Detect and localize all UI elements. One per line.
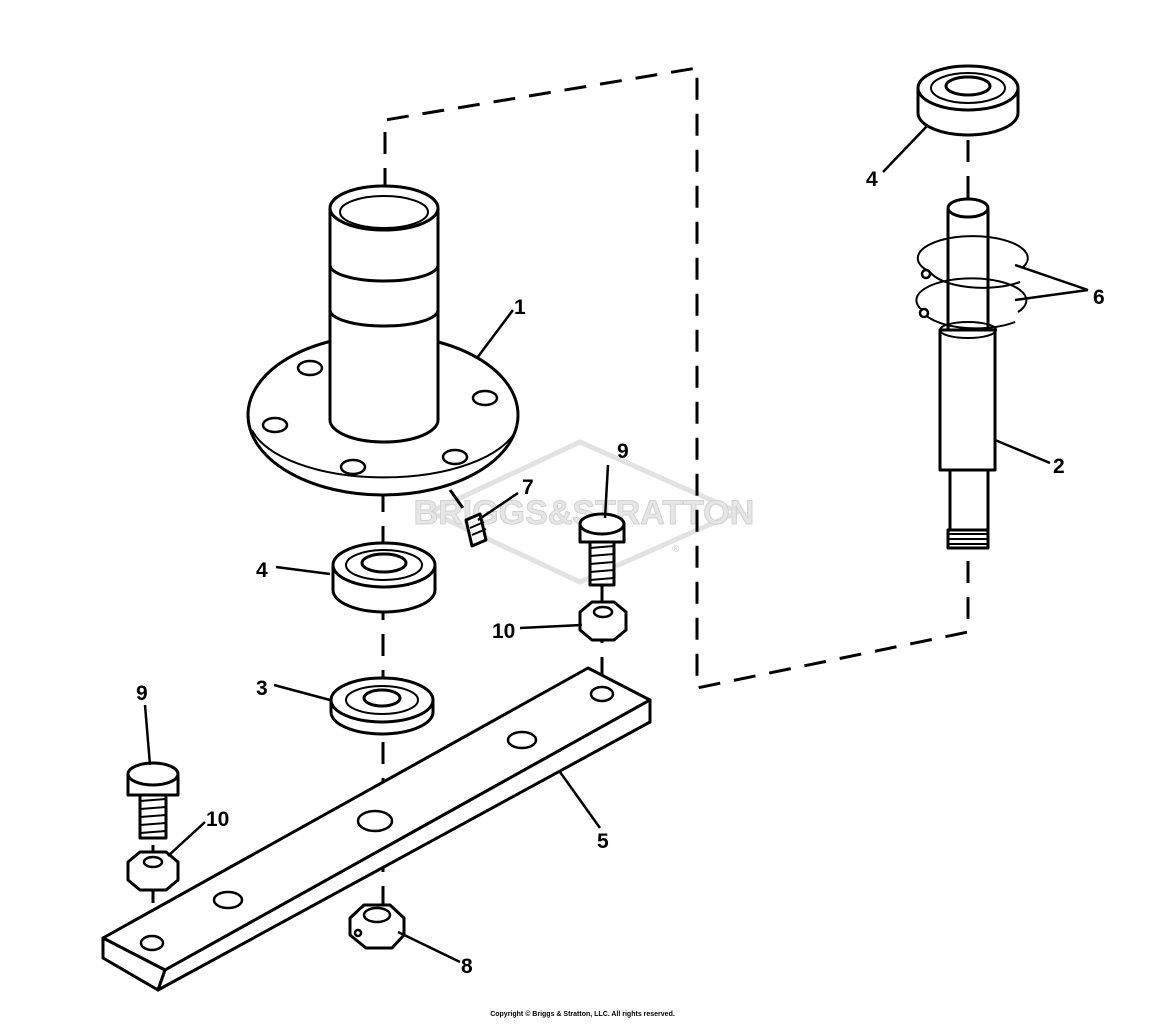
bolt-right <box>578 512 626 587</box>
callout-spindle-shaft: 2 <box>1053 455 1065 478</box>
callout-bolt-right: 9 <box>617 440 629 463</box>
washer <box>329 676 435 736</box>
bolt-left <box>126 761 180 840</box>
callout-nut-left: 10 <box>206 808 229 831</box>
brand-watermark: BRIGGS&STRATTON ® <box>413 439 755 585</box>
retaining-rings <box>915 235 1029 330</box>
watermark-brand-text: BRIGGS&STRATTON <box>414 494 755 532</box>
watermark-registered-mark: ® <box>672 544 680 555</box>
spindle-shaft <box>938 197 997 550</box>
callout-blade-adapter: 5 <box>597 830 609 853</box>
grease-fitting <box>464 512 488 548</box>
callout-bolt-left: 9 <box>136 682 148 705</box>
bearing-lower <box>331 541 437 614</box>
callout-spindle-housing: 1 <box>514 296 526 319</box>
callout-bearing-upper: 4 <box>866 168 878 191</box>
nut-left <box>126 850 180 892</box>
assembly-dashed-line <box>383 66 970 690</box>
callout-hex-nut-bottom: 8 <box>461 955 473 978</box>
blade-adapter <box>101 666 652 992</box>
callout-retaining-rings: 6 <box>1093 286 1105 309</box>
bearing-upper <box>916 64 1020 137</box>
grease-fitting-axis-line <box>448 489 470 516</box>
callout-bearing-lower: 4 <box>256 559 268 582</box>
callout-nut-right: 10 <box>492 620 515 643</box>
spindle-housing <box>246 184 520 497</box>
copyright-notice: Copyright © Briggs & Stratton, LLC. All … <box>490 1011 675 1018</box>
hex-nut-bottom <box>348 903 406 950</box>
callout-grease-fitting: 7 <box>522 476 534 499</box>
nut-right <box>578 600 628 642</box>
callout-washer: 3 <box>256 677 268 700</box>
leader-lines <box>143 124 1089 964</box>
